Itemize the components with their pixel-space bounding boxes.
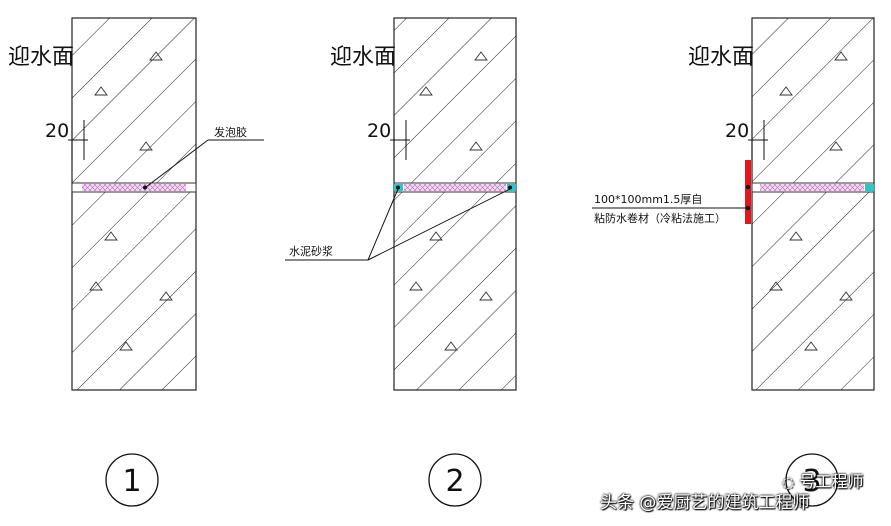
foam-fill-1 bbox=[82, 184, 186, 191]
wall-1 bbox=[71, 17, 197, 391]
dim-label-3: 20 bbox=[725, 120, 749, 142]
panel-3: 迎水面 20 100*100mm1.5厚自 粘防水卷材（冷粘法施工） 3 bbox=[592, 17, 875, 507]
panel-number-2: 2 bbox=[445, 464, 464, 499]
wechat-icon: ◌ bbox=[782, 475, 795, 491]
number-circle-1 bbox=[105, 453, 159, 507]
number-circle-2 bbox=[428, 453, 482, 507]
callout-mortar: 水泥砂浆 bbox=[289, 244, 333, 258]
dim-marks-3 bbox=[748, 120, 768, 160]
mortar-callout: 水泥砂浆 bbox=[285, 188, 511, 261]
dim-marks-2 bbox=[390, 120, 410, 160]
membrane-strip-3 bbox=[745, 160, 751, 224]
membrane-dot-a-3 bbox=[745, 184, 751, 190]
callout-membrane-line2: 粘防水卷材（冷粘法施工） bbox=[594, 211, 726, 225]
panel-number-1: 1 bbox=[122, 464, 141, 499]
mortar-dot-left-2 bbox=[396, 185, 400, 190]
leader-foam-1 bbox=[145, 139, 209, 188]
number-circle-3 bbox=[785, 453, 839, 507]
watermark-text: 头条 @爱厨艺的建筑工程师 bbox=[600, 493, 810, 513]
panel-1: 发泡胶 迎水面 20 1 bbox=[8, 17, 264, 507]
wall-3 bbox=[751, 17, 875, 391]
aggregate-marks-3 bbox=[769, 51, 853, 351]
dim-marks-1 bbox=[68, 120, 88, 160]
foam-fill-2 bbox=[404, 184, 506, 191]
callout-foam: 发泡胶 bbox=[214, 125, 247, 139]
water-face-label-3: 迎水面 bbox=[688, 45, 754, 70]
callout-membrane-line1: 100*100mm1.5厚自 bbox=[594, 193, 702, 206]
aggregate-marks-2 bbox=[409, 51, 493, 351]
water-face-label-2: 迎水面 bbox=[330, 45, 396, 70]
mortar-seal-right-3 bbox=[865, 184, 874, 191]
aggregate-marks-1 bbox=[89, 51, 173, 351]
foam-fill-3 bbox=[760, 184, 864, 191]
dim-label-1: 20 bbox=[45, 120, 69, 142]
wall-2 bbox=[393, 17, 517, 391]
panel-number-3: 3 bbox=[802, 464, 821, 499]
membrane-dot-b-3 bbox=[745, 205, 751, 211]
water-face-label-1: 迎水面 bbox=[8, 45, 74, 70]
dim-label-2: 20 bbox=[367, 120, 391, 142]
panel-2: 迎水面 20 2 bbox=[330, 17, 517, 507]
watermark-badge-text: 号工程师 bbox=[799, 472, 864, 491]
mortar-dot-right-2 bbox=[508, 185, 512, 190]
watermark-badge: ◌ 号工程师 bbox=[782, 468, 863, 492]
